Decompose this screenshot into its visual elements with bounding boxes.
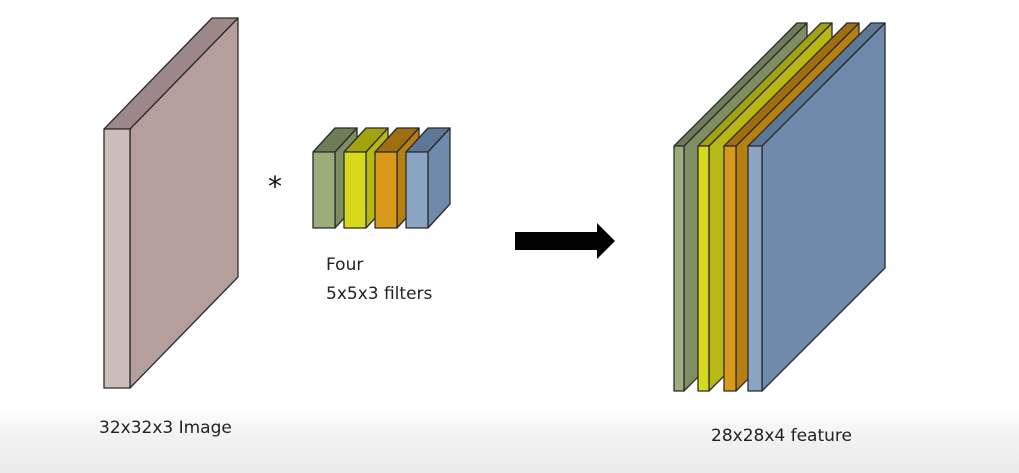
feature-map-orange-front-face bbox=[723, 145, 737, 392]
input-image-label: 32x32x3 Image bbox=[99, 418, 232, 438]
output-feature-label: 28x28x4 feature bbox=[711, 426, 852, 446]
filter-green-front-face bbox=[312, 151, 336, 229]
filter-orange-front-face bbox=[374, 151, 398, 229]
feature-map-blue-front-face bbox=[747, 145, 763, 392]
input-image-volume bbox=[103, 17, 239, 389]
filters-label-line1: Four bbox=[326, 255, 364, 275]
input-image-volume-front-face bbox=[103, 128, 131, 389]
filters-label-line2: 5x5x3 filters bbox=[326, 284, 433, 304]
feature-map-blue bbox=[747, 22, 886, 392]
convolution-operator: * bbox=[268, 170, 282, 203]
filter-blue-front-face bbox=[405, 151, 429, 229]
filter-blue bbox=[405, 127, 451, 229]
filter-yellow-front-face bbox=[343, 151, 367, 229]
feature-map-green-front-face bbox=[673, 145, 685, 392]
right-arrow-icon bbox=[515, 223, 615, 259]
feature-map-yellow-front-face bbox=[697, 145, 710, 392]
